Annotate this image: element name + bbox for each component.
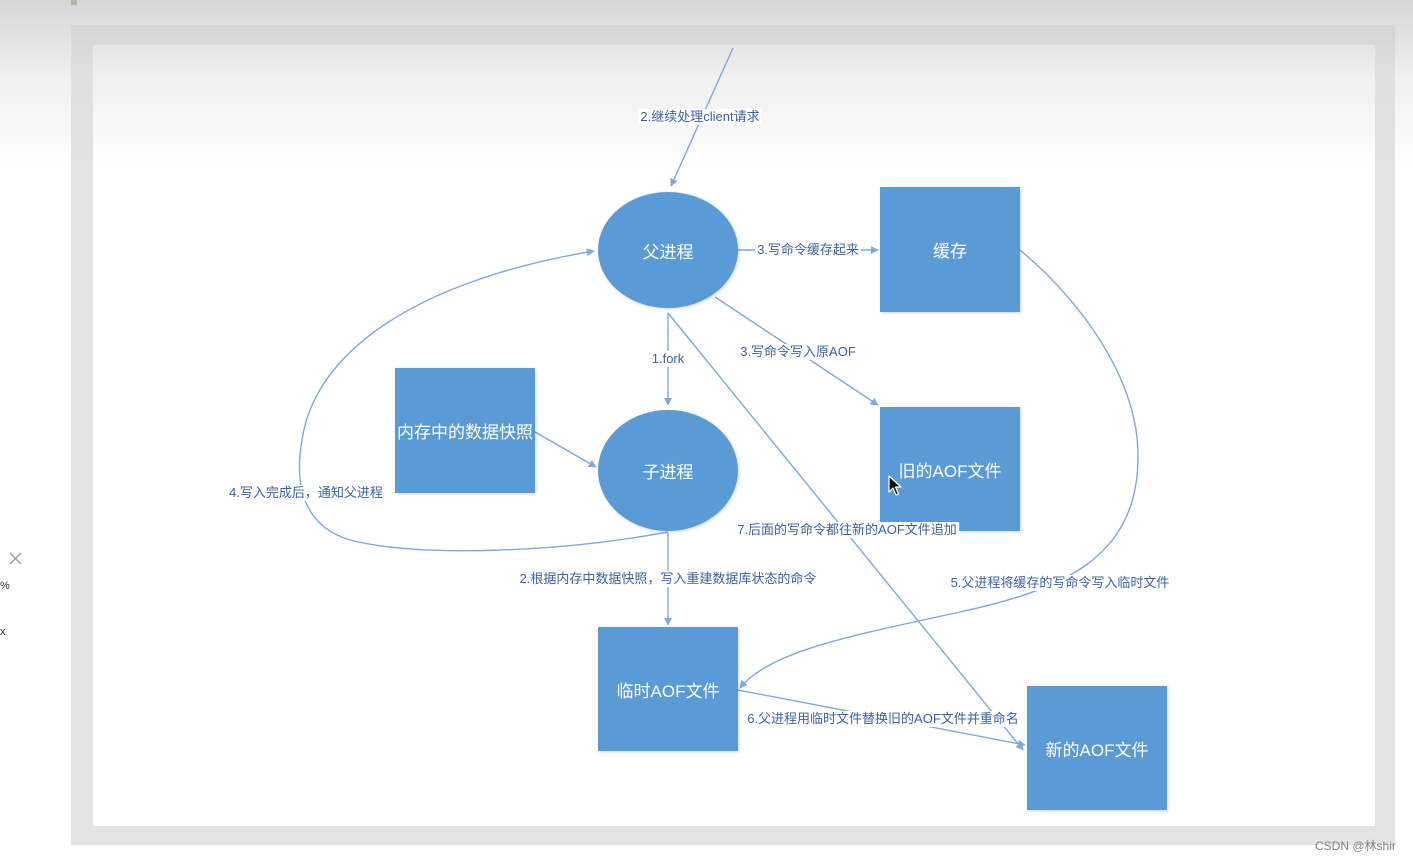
- node-child-process: 子进程: [598, 410, 738, 531]
- close-icon[interactable]: [8, 551, 23, 566]
- edge-label-continue-client-requests: 2.继续处理client请求: [638, 109, 762, 125]
- node-old-aof-file: 旧的AOF文件: [880, 407, 1020, 531]
- node-cache: 缓存: [880, 187, 1020, 312]
- side-text-fragment: x: [0, 626, 6, 638]
- mouse-cursor-icon: [888, 475, 902, 496]
- edge-label-append-new-aof: 7.后面的写命令都往新的AOF文件追加: [735, 522, 959, 538]
- edge-cache-to-temp-aof: [739, 249, 1139, 689]
- edge-label-replace-and-rename: 6.父进程用临时文件替换旧的AOF文件并重命名: [745, 711, 1021, 727]
- edge-label-write-old-aof: 3.写命令写入原AOF: [738, 344, 858, 360]
- node-label: 子进程: [642, 463, 694, 482]
- edge-snapshot-to-child: [534, 431, 597, 468]
- node-temp-aof-file: 临时AOF文件: [598, 627, 738, 751]
- edge-label-notify-parent: 4.写入完成后，通知父进程: [227, 485, 385, 501]
- node-label: 缓存: [933, 242, 967, 261]
- edge-label-flush-cache-to-temp: 5.父进程将缓存的写命令写入临时文件: [948, 575, 1172, 591]
- node-label: 旧的AOF文件: [898, 461, 1002, 481]
- node-label: 临时AOF文件: [616, 681, 720, 701]
- node-memory-snapshot: 内存中的数据快照: [395, 368, 535, 493]
- node-label: 内存中的数据快照: [397, 423, 533, 442]
- edge-label-fork: 1.fork: [649, 351, 687, 367]
- side-text-fragment: %: [0, 580, 10, 592]
- edge-label-cache-write-commands: 3.写命令缓存起来: [755, 242, 861, 258]
- node-label: 父进程: [642, 242, 694, 262]
- node-label: 新的AOF文件: [1045, 740, 1149, 760]
- node-new-aof-file: 新的AOF文件: [1027, 686, 1167, 810]
- watermark: CSDN @林shir: [1315, 839, 1396, 853]
- edge-label-rebuild-commands: 2.根据内存中数据快照，写入重建数据库状态的命令: [517, 571, 819, 587]
- node-parent-process: 父进程: [598, 192, 738, 308]
